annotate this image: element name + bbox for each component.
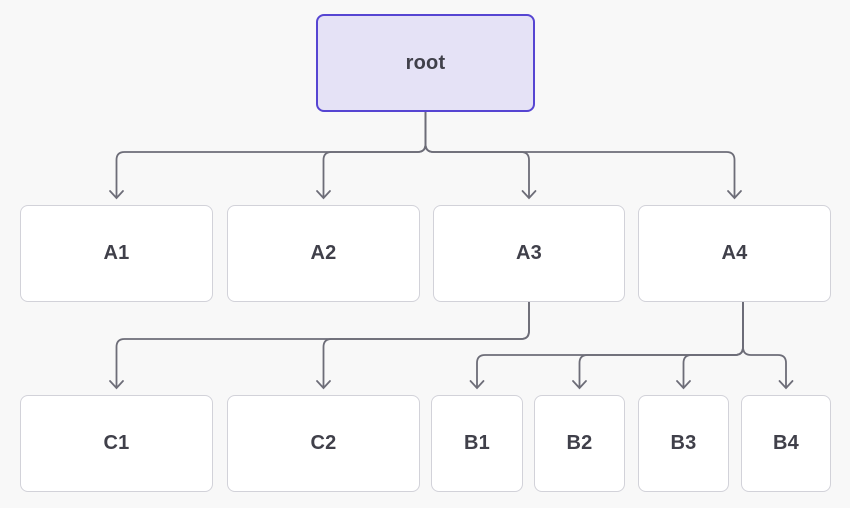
- edge-root-a2: [322, 112, 427, 198]
- edge-a4-b3: [682, 302, 744, 388]
- arrowhead-down-b2-icon: [572, 380, 587, 390]
- arrowhead-down-b3-icon: [676, 380, 691, 390]
- edge-root-a1: [115, 112, 427, 198]
- edge-a3-c1: [115, 302, 530, 388]
- node-a1[interactable]: A1: [20, 205, 213, 302]
- edge-a4-b2: [578, 302, 744, 388]
- arrowhead-down-b1-icon: [469, 380, 485, 390]
- edge-a4-b4: [742, 302, 787, 388]
- edge-root-a3: [424, 112, 530, 198]
- edge-a4-b1: [476, 302, 744, 388]
- arrowhead-down-b4-icon: [778, 380, 794, 390]
- arrowhead-down-c2-icon: [316, 380, 331, 390]
- arrowhead-down-c1-icon: [109, 380, 124, 390]
- edge-root-a4: [424, 112, 736, 198]
- arrowhead-down-a4-icon: [727, 190, 742, 200]
- node-a3[interactable]: A3: [433, 205, 625, 302]
- node-b2[interactable]: B2: [534, 395, 625, 492]
- node-root[interactable]: root: [316, 14, 535, 112]
- arrowhead-down-a3-icon: [521, 190, 537, 200]
- node-a4[interactable]: A4: [638, 205, 831, 302]
- node-b4[interactable]: B4: [741, 395, 831, 492]
- arrowhead-down-a2-icon: [316, 190, 331, 200]
- edge-a3-c2: [322, 302, 530, 388]
- node-b1[interactable]: B1: [431, 395, 523, 492]
- node-c2[interactable]: C2: [227, 395, 420, 492]
- node-c1[interactable]: C1: [20, 395, 213, 492]
- arrowhead-down-a1-icon: [109, 190, 124, 200]
- node-a2[interactable]: A2: [227, 205, 420, 302]
- node-b3[interactable]: B3: [638, 395, 729, 492]
